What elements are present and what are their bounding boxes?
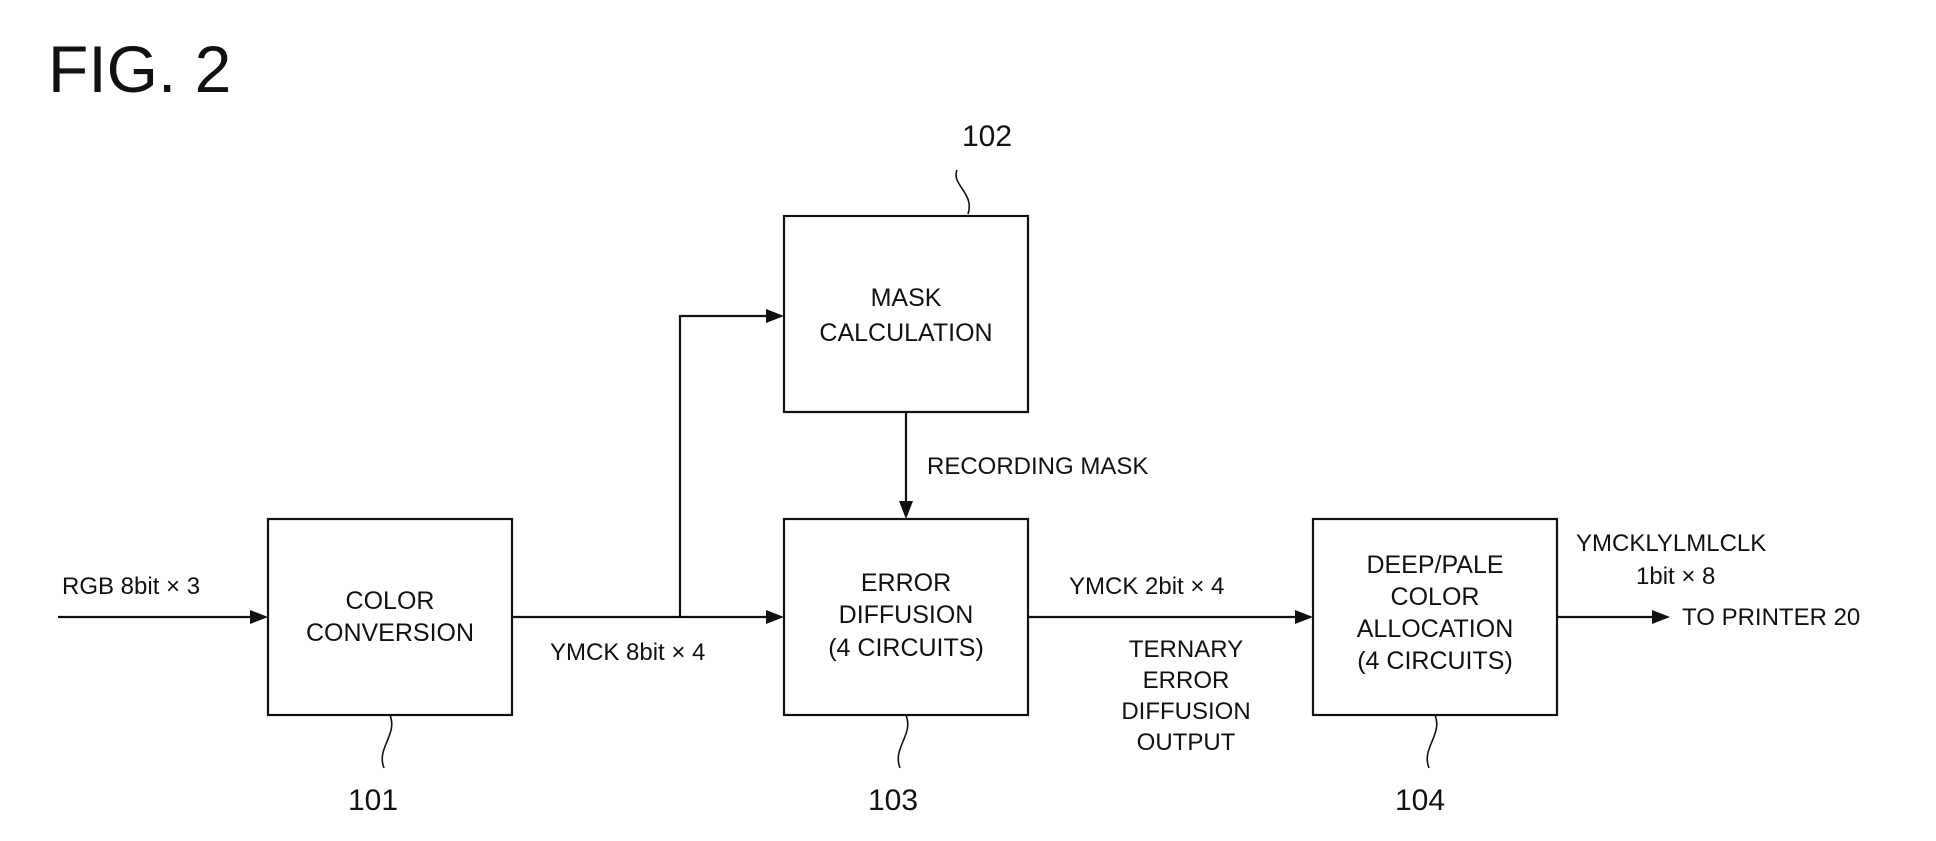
ref-103-leader <box>898 715 908 768</box>
output-channels-label: YMCKLYLMLCLK <box>1576 530 1766 557</box>
color-conversion-label-line2: CONVERSION <box>306 619 474 647</box>
deep-pale-allocation-label-line4: (4 CIRCUITS) <box>1357 647 1513 675</box>
ref-103: 103 <box>868 784 918 817</box>
mask-calculation-label-line1: MASK <box>871 284 942 312</box>
rgb-input-arrowhead <box>250 610 268 624</box>
mask-calculation-label-line2: CALCULATION <box>819 319 992 347</box>
ternary-output-label-line1: TERNARY <box>1129 636 1243 663</box>
recording-mask-label: RECORDING MASK <box>927 453 1148 480</box>
mask-branch-arrowhead <box>766 309 784 323</box>
ymck-2bit-label: YMCK 2bit × 4 <box>1069 573 1224 600</box>
recording-mask-arrowhead <box>899 501 913 519</box>
color-conversion-box <box>268 519 512 715</box>
ternary-output-label-line4: OUTPUT <box>1137 729 1236 756</box>
printer-destination-label: TO PRINTER 20 <box>1682 604 1860 631</box>
ternary-output-label-line2: ERROR <box>1143 667 1230 694</box>
ymck-8bit-arrowhead <box>766 610 784 624</box>
ref-102: 102 <box>962 120 1012 153</box>
deep-pale-allocation-label-line3: ALLOCATION <box>1357 615 1514 643</box>
ref-104-leader <box>1427 715 1437 768</box>
mask-calculation-box <box>784 216 1028 412</box>
ref-101: 101 <box>348 784 398 817</box>
output-bits-label: 1bit × 8 <box>1636 563 1715 590</box>
rgb-input-label: RGB 8bit × 3 <box>62 573 200 600</box>
mask-calculation-block: MASK CALCULATION <box>784 216 1028 412</box>
mask-branch-line <box>680 316 768 617</box>
ternary-output-label-line3: DIFFUSION <box>1121 698 1250 725</box>
ref-104: 104 <box>1395 784 1445 817</box>
ymck-2bit-arrowhead <box>1295 610 1313 624</box>
ref-101-leader <box>382 715 392 768</box>
color-conversion-label-line1: COLOR <box>346 587 435 615</box>
figure-title: FIG. 2 <box>48 32 231 106</box>
deep-pale-allocation-block: DEEP/PALE COLOR ALLOCATION (4 CIRCUITS) <box>1313 519 1557 715</box>
printer-output-arrowhead <box>1652 610 1670 624</box>
error-diffusion-label-line3: (4 CIRCUITS) <box>828 634 984 662</box>
error-diffusion-label-line2: DIFFUSION <box>839 601 974 629</box>
error-diffusion-block: ERROR DIFFUSION (4 CIRCUITS) <box>784 519 1028 715</box>
deep-pale-allocation-label-line2: COLOR <box>1391 583 1480 611</box>
ymck-8bit-label: YMCK 8bit × 4 <box>550 639 705 666</box>
ref-102-leader <box>956 170 969 214</box>
error-diffusion-label-line1: ERROR <box>861 569 951 597</box>
deep-pale-allocation-label-line1: DEEP/PALE <box>1366 551 1503 579</box>
color-conversion-block: COLOR CONVERSION <box>268 519 512 715</box>
